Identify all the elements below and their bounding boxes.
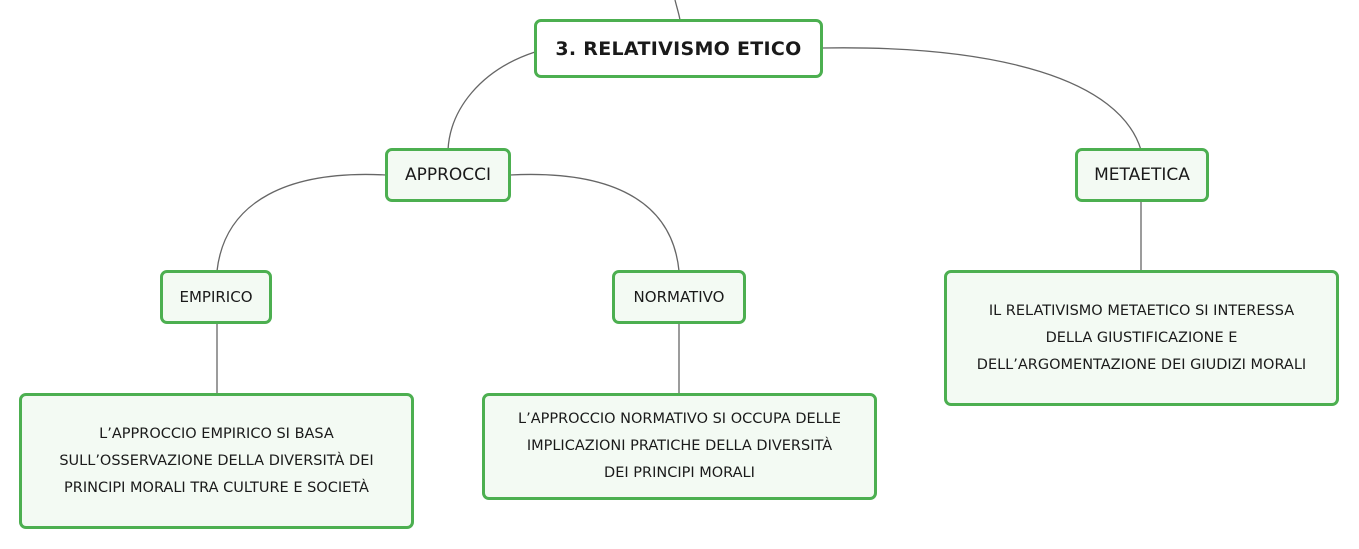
metaetica-description-node[interactable]: IL RELATIVISMO METAETICO SI INTERESSA DE… xyxy=(944,270,1339,406)
approcci-node[interactable]: APPROCCI xyxy=(385,148,511,202)
metaetica-desc-line-3: DELL’ARGOMENTAZIONE DEI GIUDIZI MORALI xyxy=(976,356,1307,373)
metaetica-node-label: METAETICA xyxy=(1094,165,1190,185)
empirico-desc-line-3: PRINCIPI MORALI TRA CULTURE E SOCIETÀ xyxy=(64,479,369,496)
normativo-node-label: NORMATIVO xyxy=(633,288,725,306)
connector-parent-to-root xyxy=(674,0,681,21)
empirico-description-node[interactable]: L’APPROCCIO EMPIRICO SI BASA SULL’OSSERV… xyxy=(19,393,414,529)
empirico-desc-line-1: L’APPROCCIO EMPIRICO SI BASA xyxy=(99,425,334,442)
connector-approcci-to-normativo xyxy=(509,173,680,272)
metaetica-description-text: IL RELATIVISMO METAETICO SI INTERESSA DE… xyxy=(977,298,1306,379)
normativo-desc-line-3: DEI PRINCIPI MORALI xyxy=(604,465,755,481)
connector-approcci-to-empirico xyxy=(216,173,387,272)
metaetica-desc-line-2: DELLA GIUSTIFICAZIONE E xyxy=(1045,329,1238,346)
normativo-description-text: L’APPROCCIO NORMATIVO SI OCCUPA DELLE IM… xyxy=(518,406,841,487)
normativo-desc-line-2: IMPLICAZIONI PRATICHE DELLA DIVERSITÀ xyxy=(526,438,833,454)
metaetica-node[interactable]: METAETICA xyxy=(1075,148,1209,202)
normativo-desc-line-1: L’APPROCCIO NORMATIVO SI OCCUPA DELLE xyxy=(518,411,841,427)
normativo-node[interactable]: NORMATIVO xyxy=(612,270,746,324)
normativo-description-node[interactable]: L’APPROCCIO NORMATIVO SI OCCUPA DELLE IM… xyxy=(482,393,877,500)
connector-root-to-metaetica xyxy=(821,47,1142,151)
approcci-node-label: APPROCCI xyxy=(404,165,492,185)
empirico-node[interactable]: EMPIRICO xyxy=(160,270,272,324)
connector-root-to-approcci xyxy=(447,51,536,151)
empirico-description-text: L’APPROCCIO EMPIRICO SI BASA SULL’OSSERV… xyxy=(59,421,373,502)
empirico-node-label: EMPIRICO xyxy=(179,288,253,306)
root-node[interactable]: 3. RELATIVISMO ETICO xyxy=(534,19,823,78)
empirico-desc-line-2: SULL’OSSERVAZIONE DELLA DIVERSITÀ DEI xyxy=(59,452,374,469)
root-node-label: 3. RELATIVISMO ETICO xyxy=(555,37,802,60)
metaetica-desc-line-1: IL RELATIVISMO METAETICO SI INTERESSA xyxy=(988,302,1295,319)
